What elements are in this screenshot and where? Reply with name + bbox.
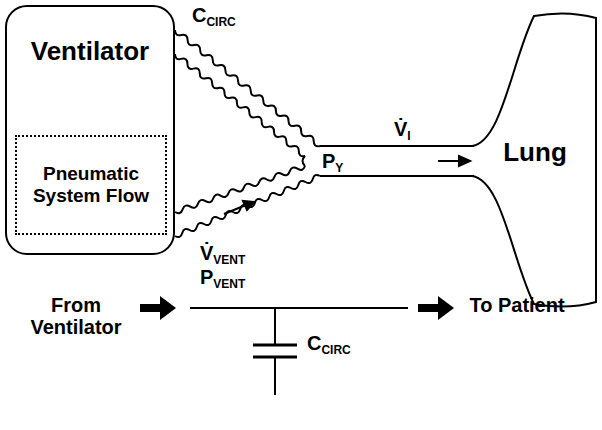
tube-wall: [175, 166, 305, 213]
subscript: VENT: [213, 277, 245, 291]
symbol: V̇: [200, 242, 213, 264]
symbol: P: [322, 150, 335, 172]
circuit-tubing: [175, 30, 320, 237]
equivalent-circuit: [140, 296, 454, 395]
flow-label: V̇I: [392, 118, 413, 143]
circuit-wire: [274, 308, 276, 345]
tube-wall: [175, 175, 320, 237]
lung-shape: Lung: [472, 10, 598, 310]
subscript: CIRC: [321, 343, 350, 357]
symbol: V̇: [394, 118, 407, 140]
pneumatic-system-box: Pneumatic System Flow: [15, 135, 167, 235]
compliance-label: CCIRC: [305, 332, 353, 357]
compliance-label: CCIRC: [190, 4, 238, 29]
circuit-end-label: To Patient: [462, 294, 572, 316]
flow-label: V̇VENT: [198, 242, 247, 267]
subscript: Y: [335, 161, 343, 175]
arrowhead: [459, 156, 470, 166]
subscript: CIRC: [206, 15, 235, 29]
circuit-wire: [190, 307, 408, 309]
y-piece-apex: [303, 156, 306, 166]
tube-wall: [175, 54, 305, 156]
patient-tube: [303, 146, 475, 176]
block-arrow: [418, 296, 454, 320]
capacitor-plate: [253, 344, 297, 347]
tube-wall: [175, 30, 320, 146]
tube-wall: [320, 145, 474, 147]
subscript: I: [407, 129, 410, 143]
node-title: Ventilator: [7, 37, 173, 67]
node-title: Lung: [472, 138, 598, 168]
flow-arrows: [224, 156, 470, 214]
inspiratory-flow-arrow: [438, 160, 460, 162]
symbol: C: [192, 4, 206, 26]
block-arrow: [140, 296, 176, 320]
circuit-wire: [274, 357, 276, 395]
arrowhead: [243, 201, 254, 210]
pressure-label: PY: [320, 150, 345, 175]
symbol: C: [307, 332, 321, 354]
ventilator-box: VentilatorPneumatic System Flow: [5, 5, 175, 255]
vent-flow-arrow: [224, 205, 246, 214]
pressure-label: PVENT: [198, 266, 247, 291]
symbol: P: [200, 266, 213, 288]
circuit-end-label: From Ventilator: [18, 294, 134, 338]
node-title: Pneumatic System Flow: [23, 163, 159, 207]
tube-wall: [320, 175, 474, 177]
subscript: VENT: [213, 253, 245, 267]
